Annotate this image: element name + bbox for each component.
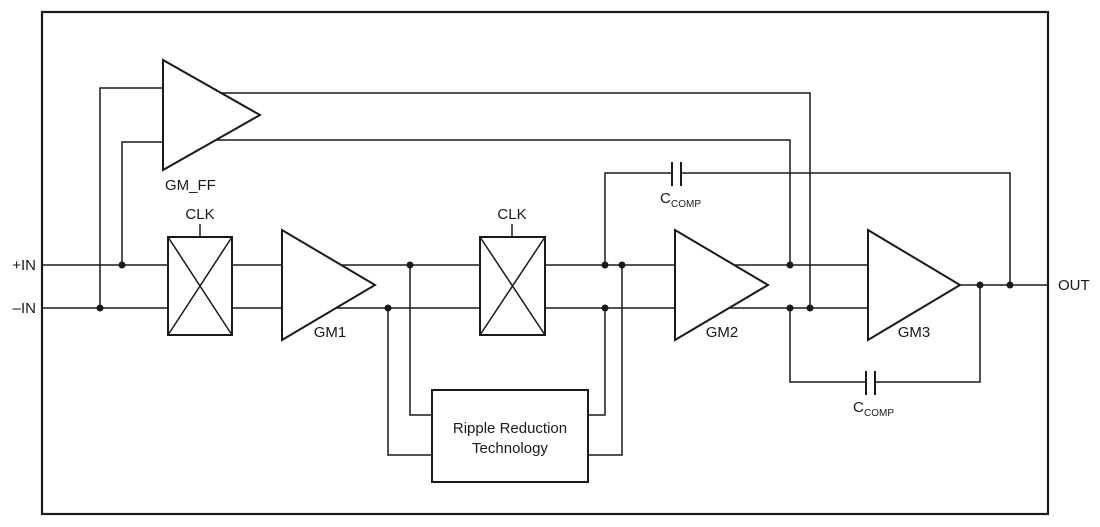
components: [162, 58, 962, 483]
junction-dot: [601, 304, 609, 312]
wire-rrt-right-bottom: [588, 308, 606, 416]
wire-gmff-input-plus: [121, 141, 163, 265]
label-clk2: CLK: [497, 206, 526, 223]
junction-dot: [384, 304, 392, 312]
ripple-reduction-box: [431, 389, 589, 483]
junction-dot: [976, 281, 984, 289]
chopper-1-x-icon: [167, 236, 233, 336]
labels: +IN –IN OUT GM_FF CLK CLK GM1 GM2 GM3 C …: [12, 177, 1089, 457]
wire-ccomp-bottom: [789, 285, 981, 383]
capacitor-bottom-icon: [865, 371, 876, 395]
gm3-amplifier-triangle: [867, 228, 962, 342]
gmff-amplifier-triangle: [162, 58, 263, 172]
label-gmff: GM_FF: [165, 177, 216, 194]
junction-dot: [601, 261, 609, 269]
label-clk1: CLK: [185, 206, 214, 223]
junction-dot: [786, 304, 794, 312]
wire-gmff-input-minus: [99, 87, 163, 308]
label-gm3: GM3: [898, 324, 931, 341]
junction-dot: [806, 304, 814, 312]
chopper-1: [167, 236, 233, 336]
junction-dot: [786, 261, 794, 269]
capacitor-top-icon: [671, 162, 682, 186]
label-gm2: GM2: [706, 324, 739, 341]
gm2-amplifier-triangle: [674, 228, 770, 342]
label-out: OUT: [1058, 277, 1090, 294]
wire-rrt-right-top: [588, 265, 623, 456]
label-ccomp-top: C: [660, 190, 671, 207]
label-in-minus: –IN: [13, 300, 36, 317]
label-in-plus: +IN: [12, 257, 36, 274]
junction-dot: [406, 261, 414, 269]
junction-dots: [96, 261, 1014, 312]
chopper-2-x-icon: [479, 236, 546, 336]
wire-ccomp-top: [604, 172, 1011, 285]
wire-rrt-left-top: [409, 265, 432, 416]
wire-gmff-output-lower: [216, 139, 791, 265]
junction-dot: [1006, 281, 1014, 289]
chopper-2: [479, 236, 546, 336]
junction-dot: [618, 261, 626, 269]
label-ccomp-bottom-sub: COMP: [864, 408, 894, 419]
junction-dot: [96, 304, 104, 312]
gm1-amplifier-triangle: [281, 228, 377, 342]
label-ccomp-bottom: C: [853, 399, 864, 416]
wire-gmff-output-upper: [221, 92, 811, 308]
junction-dot: [118, 261, 126, 269]
label-ripple-line2: Technology: [472, 440, 548, 457]
label-gm1: GM1: [314, 324, 347, 341]
label-ripple-line1: Ripple Reduction: [453, 420, 567, 437]
label-ccomp-top-sub: COMP: [671, 199, 701, 210]
wire-rrt-left-bottom: [387, 308, 432, 456]
